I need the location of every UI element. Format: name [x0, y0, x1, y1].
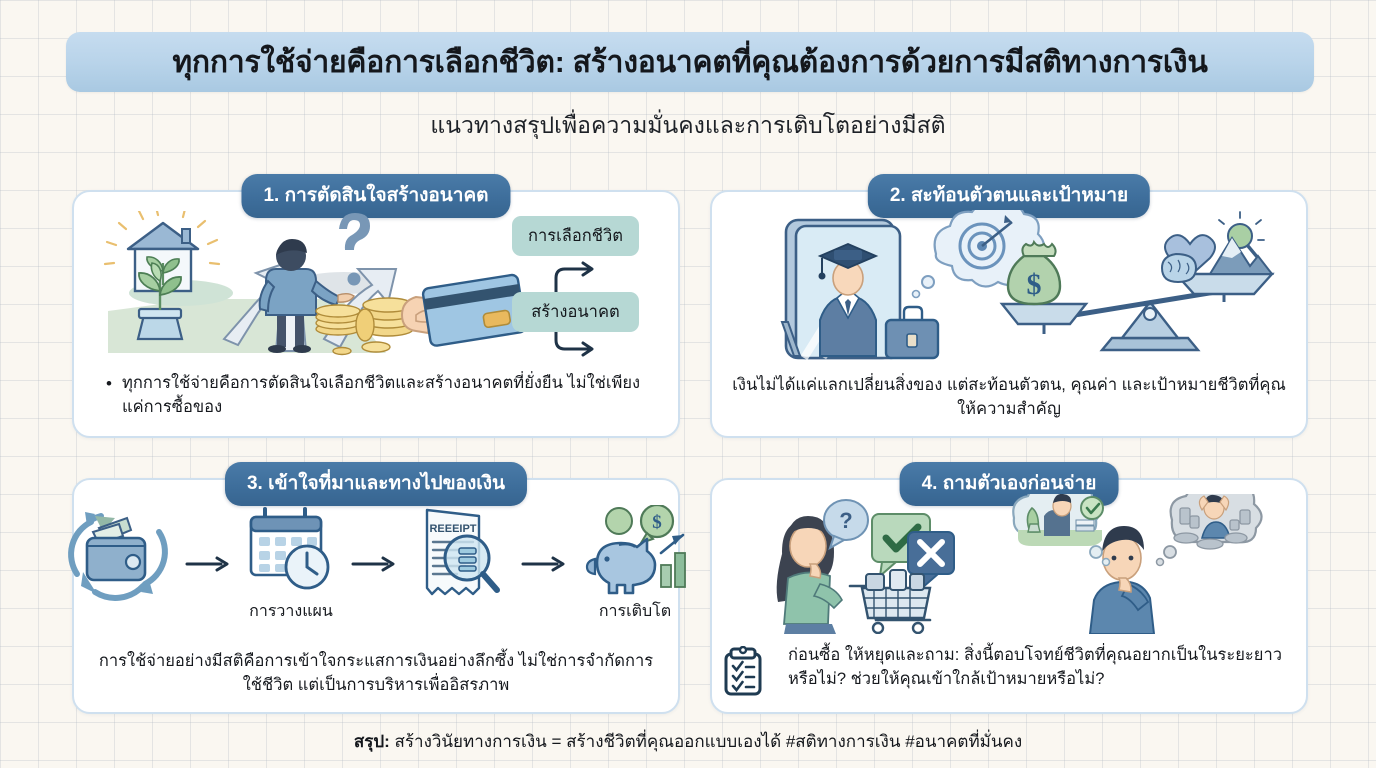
- arrow-right-icon-1: [185, 556, 229, 572]
- pill-life-choice: การเลือกชีวิต: [512, 216, 639, 256]
- card-ask-before-paying: 4. ถามตัวเองก่อนจ่าย ?: [710, 462, 1308, 714]
- step-wallet: [59, 500, 175, 629]
- shopper-question-and-thought-bubbles-illustration: ?: [776, 494, 1263, 634]
- svg-text:?: ?: [839, 508, 852, 533]
- arrow-right-icon-3: [521, 556, 565, 572]
- card-4-illustration: ?: [712, 494, 1306, 634]
- mirror-and-balance-scale-illustration: $: [780, 210, 1275, 361]
- card-3-illustration: การวางแผน REEEIPT: [68, 494, 686, 634]
- svg-text:$: $: [1027, 268, 1042, 301]
- card-reflect-identity-goals: 2. สะท้อนตัวตนและเป้าหมาย: [710, 174, 1308, 438]
- checklist-clipboard-icon: [724, 646, 762, 696]
- card-1-illustration: การเลือกชีวิต สร้างอนาคต: [74, 210, 678, 362]
- card-3-body: การใช้จ่ายอย่างมีสติคือการเข้าใจกระแสการ…: [98, 652, 654, 695]
- receipt-label: REEEIPT: [429, 523, 476, 535]
- card-1-badge: 1. การตัดสินใจสร้างอนาคต: [241, 174, 511, 218]
- card-3-badge: 3. เข้าใจที่มาและทางไปของเงิน: [224, 462, 528, 506]
- label-planning: การวางแผน: [249, 602, 333, 620]
- calendar-clock-icon: [249, 506, 330, 589]
- card-4-body: ก่อนซื้อ ให้หยุดและถาม: สิ่งนี้ตอบโจทย์ช…: [788, 646, 1282, 689]
- page-subtitle: แนวทางสรุปเพื่อความมั่นคงและการเติบโตอย่…: [430, 112, 946, 138]
- pill-build-future: สร้างอนาคต: [512, 292, 639, 332]
- step-growth: $ การเติบโต: [577, 504, 693, 624]
- card-money-flow: 3. เข้าใจที่มาและทางไปของเงิน: [68, 462, 686, 714]
- step-receipt-review: REEEIPT: [407, 504, 511, 625]
- label-growth: การเติบโต: [598, 602, 672, 620]
- card-2-illustration: $: [712, 210, 1306, 362]
- piggy-bank-growth-icon: $: [585, 504, 686, 594]
- footer-label: สรุป:: [353, 732, 390, 751]
- arrow-right-icon-2: [351, 556, 395, 572]
- footer-text: สร้างวินัยทางการเงิน = สร้างชีวิตที่คุณอ…: [394, 732, 1023, 751]
- step-planning: การวางแผน: [241, 505, 341, 624]
- wallet-cycle-icon: [68, 511, 168, 601]
- card-1-body: ทุกการใช้จ่ายคือการตัดสินใจเลือกชีวิตและ…: [92, 372, 660, 420]
- crossroads-decision-illustration: [103, 211, 594, 357]
- page-title: ทุกการใช้จ่ายคือการเลือกชีวิต: สร้างอนาค…: [172, 45, 1208, 79]
- svg-text:$: $: [652, 512, 662, 533]
- title-banner: ทุกการใช้จ่ายคือการเลือกชีวิต: สร้างอนาค…: [66, 32, 1314, 92]
- card-decision-future: 1. การตัดสินใจสร้างอนาคต: [72, 174, 680, 438]
- footer-summary: สรุป: สร้างวินัยทางการเงิน = สร้างชีวิตท…: [0, 728, 1376, 755]
- receipt-magnifier-icon: REEEIPT: [425, 508, 500, 595]
- card-2-body: เงินไม่ได้แค่แลกเปลี่ยนสิ่งของ แต่สะท้อน…: [732, 376, 1286, 419]
